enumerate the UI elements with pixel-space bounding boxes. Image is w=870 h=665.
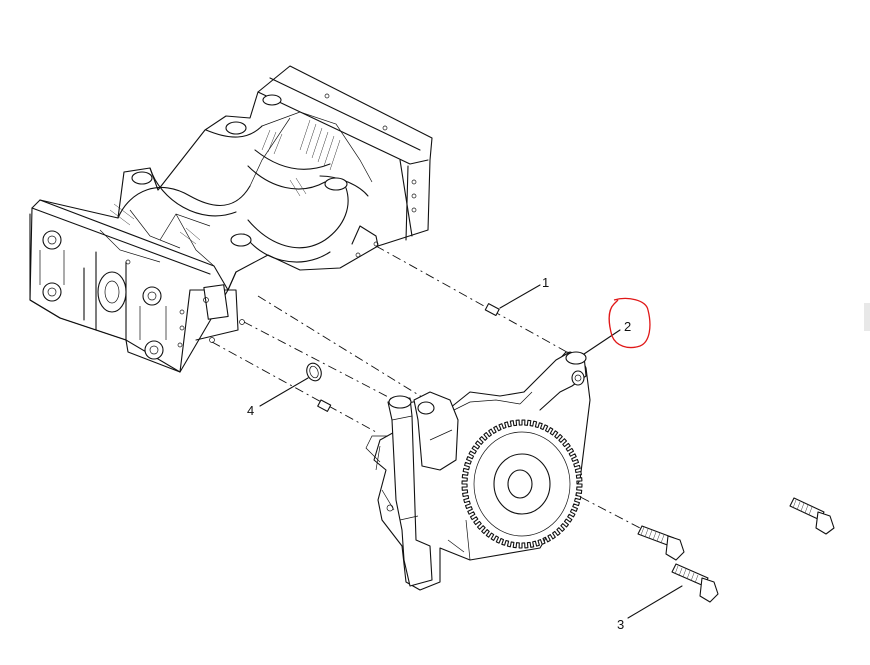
leader-lines [259,284,683,619]
callout-1: 1 [542,275,549,290]
callout-3: 3 [617,617,624,632]
dowel-pin-1 [484,303,500,317]
red-circle-annotation [608,297,651,349]
callout-4: 4 [247,403,254,418]
bolt-3-lower [671,563,719,603]
oil-pump-assembly [365,351,591,591]
callout-2: 2 [624,319,631,334]
dowel-pin-lower [317,399,332,412]
bolt-loose [789,497,835,535]
engine-block-ladder-frame [29,65,433,373]
front-bosses [39,230,167,360]
bolt-3-upper [637,525,685,561]
gear-web [473,431,571,537]
o-ring-4 [306,362,322,382]
edge-tab [864,303,870,331]
